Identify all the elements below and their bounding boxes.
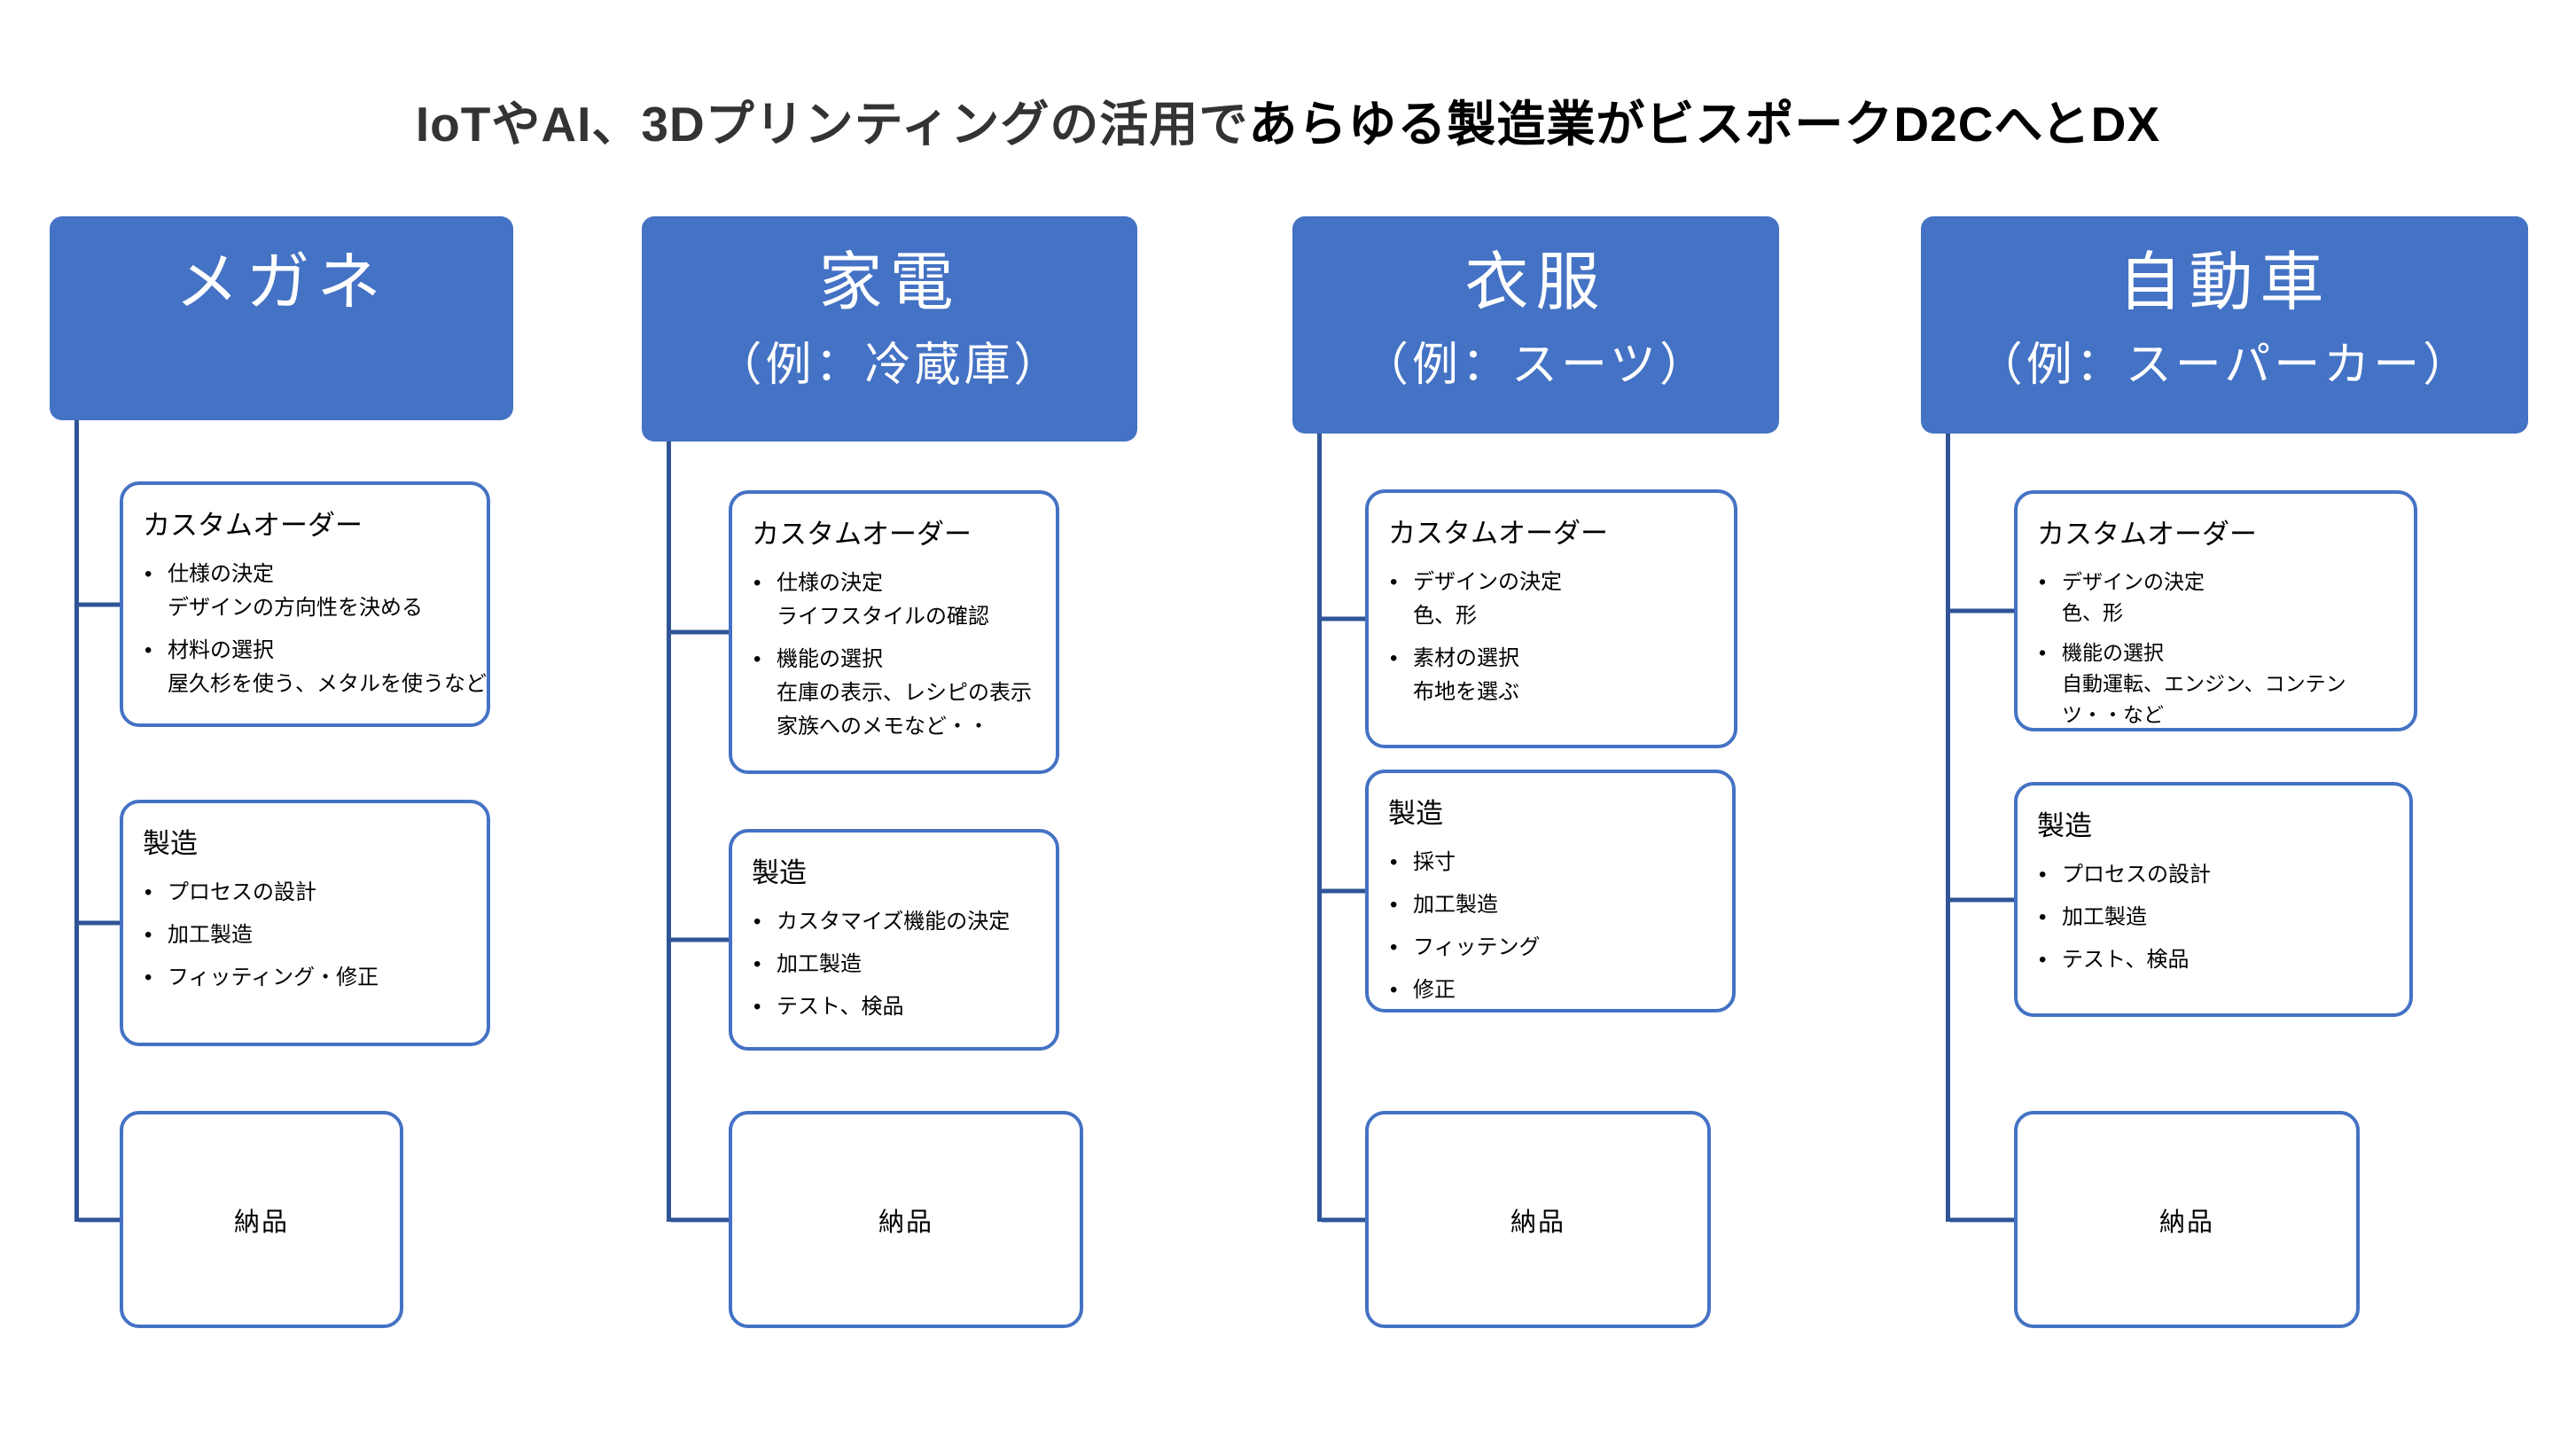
connector-trunk	[1946, 434, 1950, 1222]
bullet-subitem: デザインの方向性を決める	[168, 596, 423, 620]
header-subtitle: （例：スーツ）	[1362, 340, 1709, 391]
header-title: 家電	[818, 247, 961, 318]
bullet-subitem: 家族へのメモなど・・	[777, 715, 989, 739]
delivery-label: 納品	[878, 1208, 933, 1237]
page-title: IoTやAI、3Dプリンティングの活用であらゆる製造業がビスポークD2CへとDX	[0, 84, 2576, 155]
bullet-item: 機能の選択	[2035, 637, 2396, 668]
custom-order-box: カスタムオーダー デザインの決定 色、形 機能の選択 自動運転、エンジン、コンテ…	[2014, 490, 2417, 731]
custom-order-box: カスタムオーダー 仕様の決定 デザインの方向性を決める 材料の選択 屋久杉を使う…	[120, 481, 490, 727]
bullet-item: 採寸	[1386, 846, 1714, 879]
bullet-subitem: 色、形	[2062, 601, 2123, 624]
delivery-label: 納品	[1510, 1208, 1565, 1237]
box-title: 製造	[1388, 798, 1443, 829]
bullet-item: 仕様の決定	[750, 567, 1038, 600]
delivery-box: 納品	[120, 1111, 403, 1328]
connector-trunk	[74, 420, 79, 1222]
page-title-normal: IoTやAI、3Dプリンティングの活用で	[415, 96, 1249, 152]
manufacturing-box: 製造 採寸 加工製造 フィッテング 修正	[1365, 770, 1736, 1012]
bullet-item: カスタマイズ機能の決定	[750, 905, 1038, 939]
bullet-item: 材料の選択	[141, 634, 469, 668]
header-subtitle: （例：冷蔵庫）	[715, 340, 1064, 391]
bullet-item: デザインの決定	[2035, 567, 2396, 598]
column-clothing: 衣服 （例：スーツ） カスタムオーダー デザインの決定 色、形 素材の選択 布地…	[1292, 216, 1779, 1328]
bullet-item: プロセスの設計	[141, 876, 469, 910]
page-title-emphasis: あらゆる製造業がビスポークD2CへとDX	[1248, 96, 2161, 152]
header-box-glasses: メガネ	[50, 216, 513, 420]
bullet-item: 加工製造	[2035, 901, 2392, 934]
delivery-label: 納品	[2158, 1208, 2214, 1237]
bullet-item: 加工製造	[141, 919, 469, 952]
bullet-item: テスト、検品	[2035, 943, 2392, 977]
bullet-item: 修正	[1386, 973, 1714, 1007]
bullet-item: テスト、検品	[750, 990, 1038, 1024]
column-glasses: メガネ カスタムオーダー 仕様の決定 デザインの方向性を決める 材料の選択 屋久…	[50, 216, 513, 1328]
delivery-box: 納品	[1365, 1111, 1711, 1328]
header-box-automobile: 自動車 （例：スーパーカー）	[1921, 216, 2528, 434]
bullet-subitem: 在庫の表示、レシピの表示	[777, 681, 1032, 705]
bullet-subitem: 自動運転、エンジン、コンテンツ・・など	[2062, 672, 2346, 726]
box-title: カスタムオーダー	[143, 510, 363, 541]
delivery-label: 納品	[233, 1208, 289, 1237]
bullet-item: 機能の選択	[750, 643, 1038, 676]
box-title: カスタムオーダー	[2037, 519, 2257, 550]
manufacturing-box: 製造 プロセスの設計 加工製造 フィッティング・修正	[120, 800, 490, 1046]
column-automobile: 自動車 （例：スーパーカー） カスタムオーダー デザインの決定 色、形 機能の選…	[1921, 216, 2528, 1328]
column-appliances: 家電 （例：冷蔵庫） カスタムオーダー 仕様の決定 ライフスタイルの確認 機能の…	[642, 216, 1137, 1328]
connector-trunk	[667, 442, 671, 1222]
bullet-item: 素材の選択	[1386, 642, 1716, 676]
custom-order-box: カスタムオーダー デザインの決定 色、形 素材の選択 布地を選ぶ	[1365, 489, 1737, 748]
header-subtitle: （例：スーパーカー）	[1976, 340, 2473, 391]
bullet-item: フィッティング・修正	[141, 961, 469, 995]
bullet-subitem: 色、形	[1413, 604, 1477, 628]
header-title: 自動車	[2118, 247, 2331, 318]
bullet-item: 加工製造	[750, 948, 1038, 981]
manufacturing-box: 製造 プロセスの設計 加工製造 テスト、検品	[2014, 782, 2413, 1017]
manufacturing-box: 製造 カスタマイズ機能の決定 加工製造 テスト、検品	[729, 829, 1059, 1051]
header-title: メガネ	[175, 247, 388, 318]
bullet-item: プロセスの設計	[2035, 858, 2392, 892]
connector-trunk	[1317, 434, 1322, 1222]
delivery-box: 納品	[729, 1111, 1083, 1328]
bullet-subitem: 布地を選ぶ	[1413, 680, 1519, 704]
header-box-clothing: 衣服 （例：スーツ）	[1292, 216, 1779, 434]
header-title: 衣服	[1464, 247, 1607, 318]
bullet-item: デザインの決定	[1386, 566, 1716, 599]
bullet-subitem: ライフスタイルの確認	[777, 605, 989, 629]
box-title: 製造	[752, 857, 807, 888]
custom-order-box: カスタムオーダー 仕様の決定 ライフスタイルの確認 機能の選択 在庫の表示、レシ…	[729, 490, 1059, 774]
box-title: カスタムオーダー	[1388, 518, 1608, 549]
bullet-item: 仕様の決定	[141, 558, 469, 591]
bullet-subitem: 屋久杉を使う、メタルを使うなど	[168, 672, 487, 696]
bullet-item: フィッテング	[1386, 931, 1714, 965]
box-title: 製造	[2037, 810, 2092, 841]
box-title: 製造	[143, 828, 198, 859]
header-box-appliances: 家電 （例：冷蔵庫）	[642, 216, 1137, 442]
bullet-item: 加工製造	[1386, 888, 1714, 922]
box-title: カスタムオーダー	[752, 519, 972, 550]
delivery-box: 納品	[2014, 1111, 2360, 1328]
